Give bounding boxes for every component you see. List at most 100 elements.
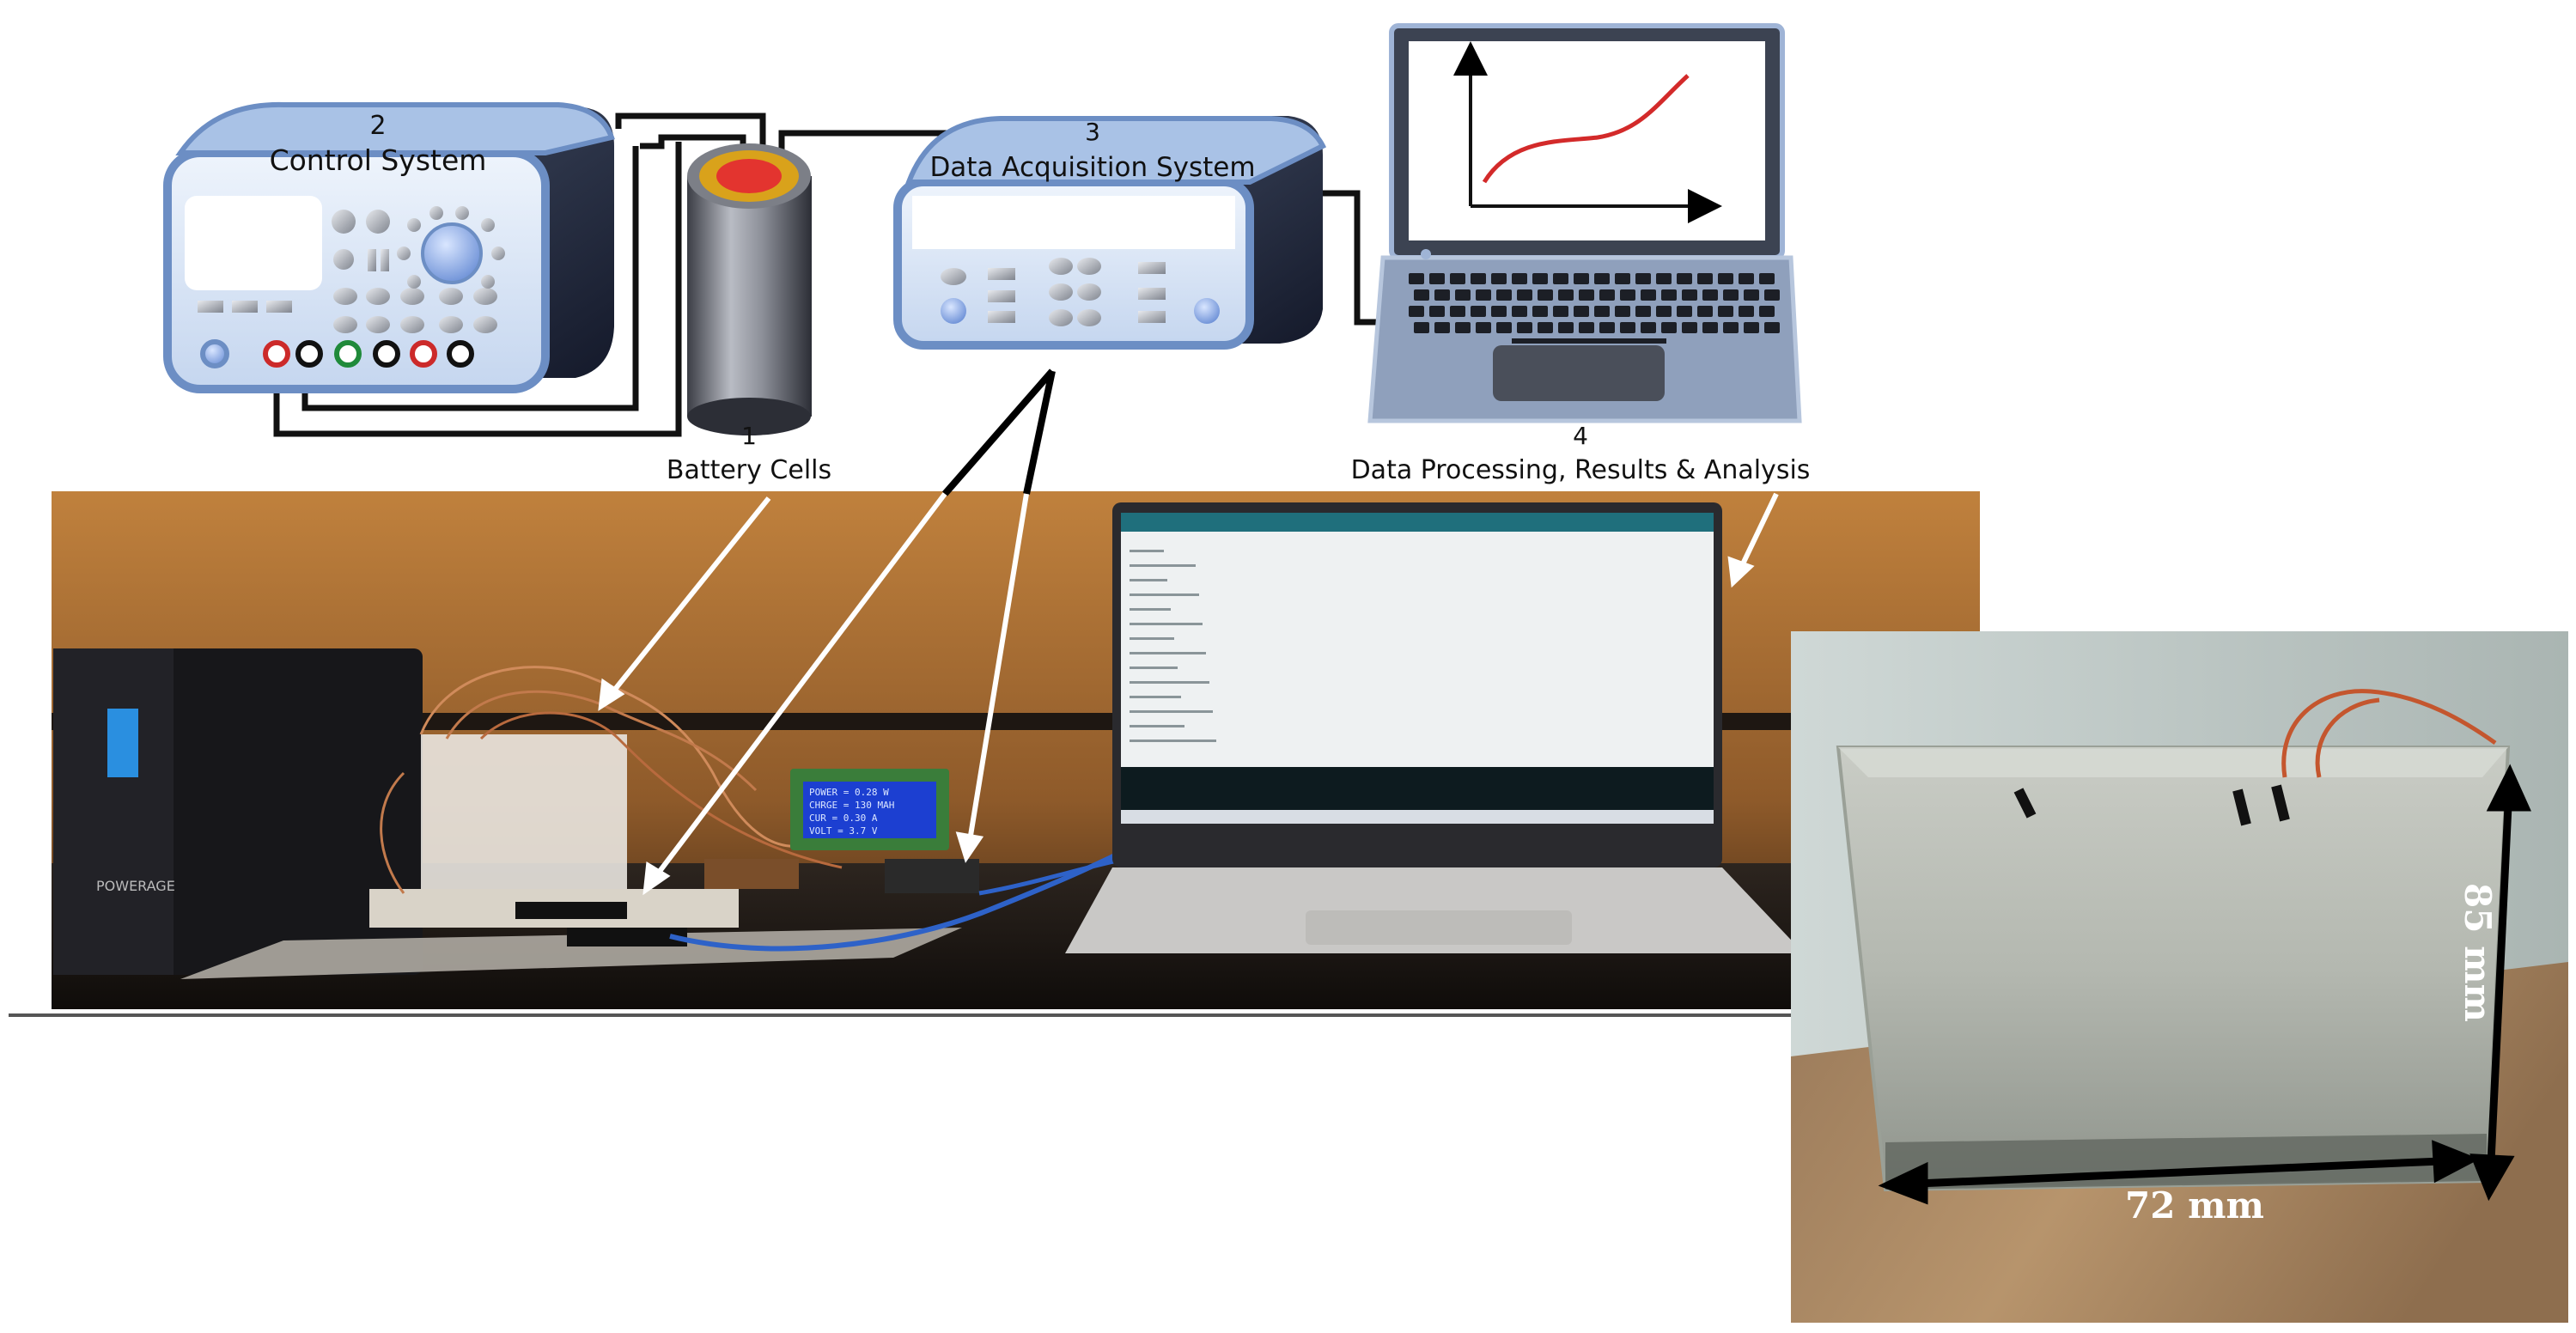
keyboard-key [1491, 306, 1507, 317]
keyboard-key [1682, 322, 1697, 333]
ups-display [107, 709, 138, 777]
keyboard-key [1764, 322, 1780, 333]
control-system-screen [185, 196, 322, 290]
arrow-laptop [1737, 492, 1779, 573]
screen-text-line [1130, 608, 1171, 611]
arrow-daq-breadboard [650, 492, 947, 882]
keyboard-key [1739, 273, 1754, 284]
keyboard-key [1615, 273, 1630, 284]
keyboard-key [1656, 273, 1672, 284]
daq-knob-right [1194, 298, 1220, 324]
height-arrow [2487, 805, 2512, 1162]
battery-cell [687, 143, 812, 435]
keyboard-key [1744, 322, 1759, 333]
keyboard-key [1718, 306, 1733, 317]
width-dimension-label: 72 mm [2125, 1184, 2264, 1226]
keyboard-key [1620, 289, 1635, 301]
keyboard-key [1455, 289, 1471, 301]
screen-text-line [1130, 696, 1181, 698]
keyboard-key [1723, 322, 1739, 333]
keyboard-key [1641, 289, 1656, 301]
keyboard-key [1455, 322, 1471, 333]
dimension-arrows [1878, 764, 2531, 1205]
keyboard-key [1682, 289, 1697, 301]
keyboard-key [1759, 273, 1775, 284]
lcd-module: POWER = 0.28 W CHRGE = 130 MAH CUR = 0.3… [669, 769, 1127, 952]
control-system-number: 2 [369, 111, 386, 141]
ups-brand: POWERAGE [96, 878, 175, 894]
control-system-main-knob [421, 222, 483, 284]
battery-pack-photo [369, 666, 843, 946]
control-system-terminals [200, 339, 474, 368]
keyboard-key [1594, 306, 1610, 317]
width-arrow [1916, 1157, 2442, 1188]
daq-display-strip [912, 196, 1235, 249]
screen-text-line [1130, 579, 1167, 581]
processing-number: 4 [1573, 422, 1588, 450]
closeup-pack-top-edge [1838, 747, 2508, 777]
keyboard-key [1718, 273, 1733, 284]
battery-label: Battery Cells [667, 455, 831, 485]
lab-photo-baseline [9, 1013, 1791, 1017]
keyboard-key [1599, 289, 1615, 301]
laptop-screen-chart [1453, 41, 1722, 223]
keyboard-key [1558, 289, 1574, 301]
battery-body [687, 176, 812, 417]
closeup-wires [2013, 689, 2497, 826]
keyboard-key [1656, 306, 1672, 317]
screen-text-line [1130, 564, 1196, 567]
screen-text-line [1130, 593, 1199, 596]
keyboard-key [1532, 306, 1548, 317]
screen-text-line [1130, 740, 1216, 742]
keyboard-key [1538, 322, 1553, 333]
keyboard-key [1702, 322, 1718, 333]
keyboard-key [1599, 322, 1615, 333]
battery-number: 1 [741, 422, 757, 450]
keyboard-key [1723, 289, 1739, 301]
keyboard-key [1471, 306, 1486, 317]
battery-bottom [687, 398, 811, 435]
keyboard-key [1677, 306, 1692, 317]
laptop-screen [1409, 41, 1765, 240]
daq-buttons [941, 258, 1166, 326]
keyboard-key [1739, 306, 1754, 317]
keyboard-key [1414, 289, 1429, 301]
laptop-photo [1065, 502, 1804, 953]
lcd-line-3: CUR = 0.30 A [809, 813, 878, 824]
keyboard-key [1661, 322, 1677, 333]
battery-top-terminal [716, 159, 782, 193]
lcd-line-1: POWER = 0.28 W [809, 787, 889, 798]
pack-closeup-photo: 72 mm 85 mm [1791, 631, 2568, 1323]
keyboard-key [1512, 273, 1527, 284]
arrow-daq-arduino [966, 493, 1029, 847]
keyboard-spacebar [1512, 338, 1666, 344]
daq-number: 3 [1085, 118, 1100, 146]
screen-text-line [1130, 710, 1213, 713]
keyboard-key [1414, 322, 1429, 333]
control-system-top [175, 101, 615, 155]
keyboard-key [1553, 306, 1568, 317]
keyboard-key [1496, 289, 1512, 301]
laptop-touchpad [1493, 345, 1665, 401]
keyboard-key [1476, 289, 1491, 301]
keyboard-key [1434, 322, 1450, 333]
screen-text-line [1130, 725, 1184, 727]
keyboard-key [1661, 289, 1677, 301]
annotation-arrows [598, 492, 1779, 896]
laptop-power-button [1421, 249, 1431, 259]
daq-device: 3 Data Acquisition System [893, 116, 1327, 350]
wire-control-bottom-loop-1 [273, 142, 682, 437]
control-system-label: Control System [270, 143, 487, 177]
laptop-keyboard [1409, 273, 1780, 344]
connector-lines [941, 368, 1056, 496]
closeup-pack-body [1836, 746, 2511, 1192]
keyboard-key [1697, 273, 1713, 284]
keyboard-key [1615, 306, 1630, 317]
screen-text-line [1130, 623, 1203, 625]
keyboard-key [1409, 306, 1424, 317]
keyboard-key [1409, 273, 1424, 284]
keyboard-key [1635, 306, 1651, 317]
keyboard-key [1491, 273, 1507, 284]
keyboard-key [1574, 306, 1589, 317]
